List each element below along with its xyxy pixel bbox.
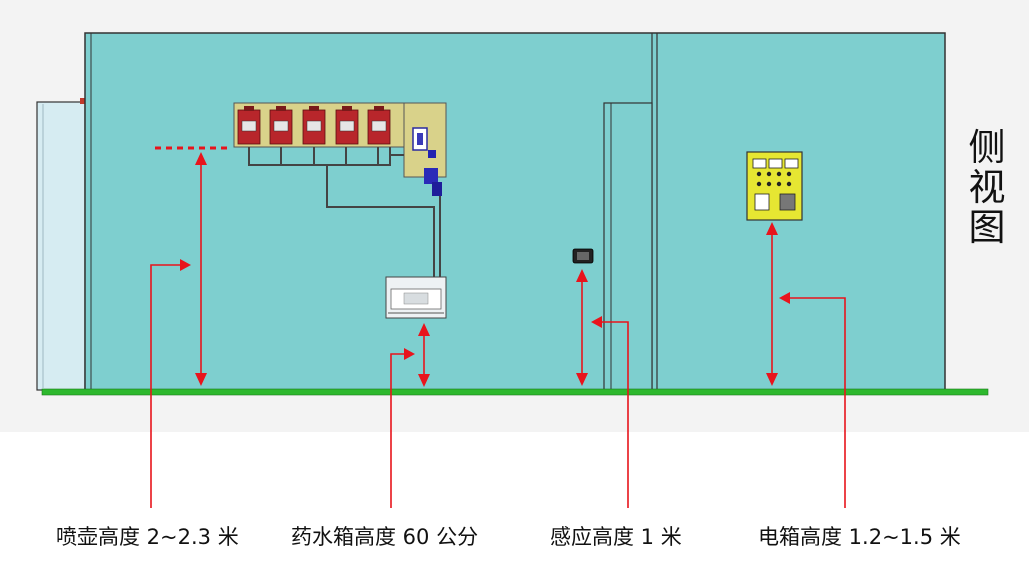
pump-panel bbox=[233, 102, 447, 196]
left-door bbox=[36, 98, 86, 391]
pump-icon bbox=[237, 106, 261, 145]
control-box bbox=[746, 151, 803, 221]
caption-sensor-height: 感应高度 1 米 bbox=[550, 525, 682, 549]
view-title-char: 侧 bbox=[968, 126, 1006, 169]
pump-icon bbox=[335, 106, 359, 145]
pump-icon bbox=[367, 106, 391, 145]
floor-line bbox=[41, 388, 989, 396]
valve-icon bbox=[412, 127, 442, 196]
sensor-icon bbox=[572, 248, 594, 264]
view-title-char: 视 bbox=[968, 166, 1006, 209]
caption-tank-height: 药水箱高度 60 公分 bbox=[291, 525, 479, 549]
annotation-lines bbox=[150, 146, 846, 508]
switch-icon bbox=[756, 171, 792, 187]
caption-sprayer-height: 喷壶高度 2~2.3 米 bbox=[56, 525, 239, 549]
view-title: 侧 视 图 bbox=[962, 128, 1012, 248]
caption-control-box-height: 电箱高度 1.2~1.5 米 bbox=[758, 525, 961, 549]
pump-icon bbox=[302, 106, 326, 145]
view-title-char: 图 bbox=[968, 206, 1006, 249]
room-body bbox=[84, 32, 946, 391]
pump-icon bbox=[269, 106, 293, 145]
piping bbox=[248, 147, 441, 280]
chemical-tank bbox=[385, 276, 447, 319]
annotation-arrowheads bbox=[180, 152, 790, 387]
